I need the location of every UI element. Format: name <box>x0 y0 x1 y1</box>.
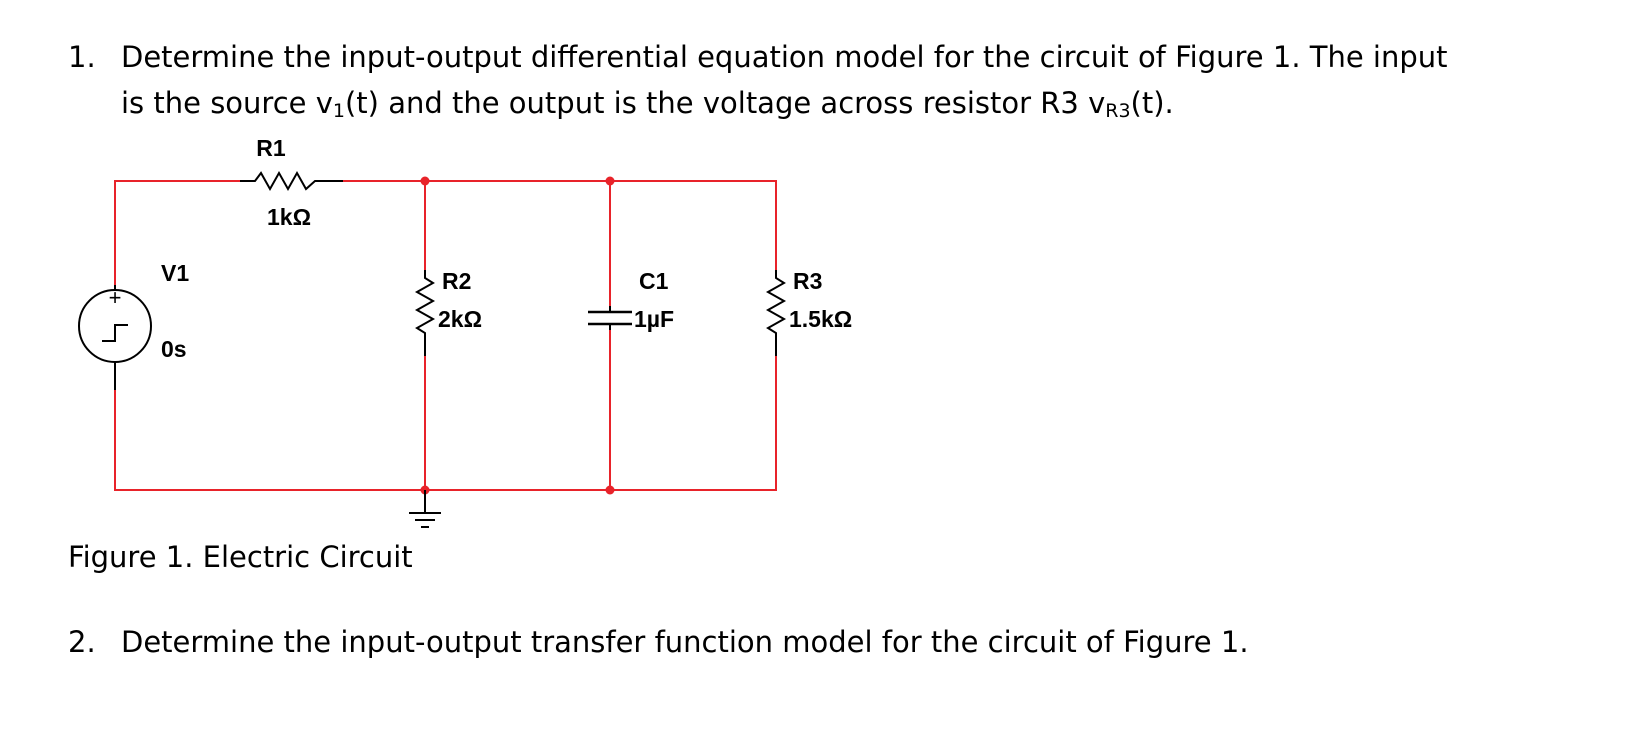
ground-icon <box>409 490 441 528</box>
v1-name: V1 <box>161 260 189 286</box>
step-icon <box>102 324 128 342</box>
r3-value: 1.5kΩ <box>789 306 852 332</box>
wire-bottom <box>114 356 777 491</box>
r2-value: 2kΩ <box>438 306 482 332</box>
node-dot <box>420 176 430 186</box>
r1-name: R1 <box>256 135 286 161</box>
capacitor-c1 <box>588 306 632 330</box>
r3-name: R3 <box>793 268 822 294</box>
question-1: 1. Determine the input-output differenti… <box>68 34 1568 130</box>
resistor-r2 <box>414 270 436 356</box>
question-text: Determine the input-output transfer func… <box>121 625 1249 659</box>
c1-value: 1µF <box>634 306 674 332</box>
v1-value: 0s <box>161 336 187 362</box>
figure-caption: Figure 1. Electric Circuit <box>68 540 413 574</box>
wire-top-left <box>114 180 240 291</box>
r1-value: 1kΩ <box>267 204 311 230</box>
nodes <box>420 176 615 495</box>
resistor-r3 <box>765 270 787 356</box>
node-dot <box>605 176 615 186</box>
r2-name: R2 <box>442 268 471 294</box>
resistor-r1 <box>240 170 343 192</box>
c1-name: C1 <box>639 268 669 294</box>
question-number: 1. <box>68 40 96 74</box>
subscript: 1 <box>332 100 345 122</box>
question-text-line-1: Determine the input-output differential … <box>121 40 1448 74</box>
subscript: R3 <box>1105 100 1131 122</box>
v1-plus: + <box>109 285 122 310</box>
voltage-source-v1 <box>78 285 152 390</box>
question-2: 2. Determine the input-output transfer f… <box>68 619 1249 665</box>
wire-top-right <box>343 180 777 270</box>
wires <box>114 180 777 491</box>
question-number: 2. <box>68 625 96 659</box>
question-text-line-2: is the source v1(t) and the output is th… <box>121 86 1174 122</box>
node-dot <box>605 485 615 495</box>
